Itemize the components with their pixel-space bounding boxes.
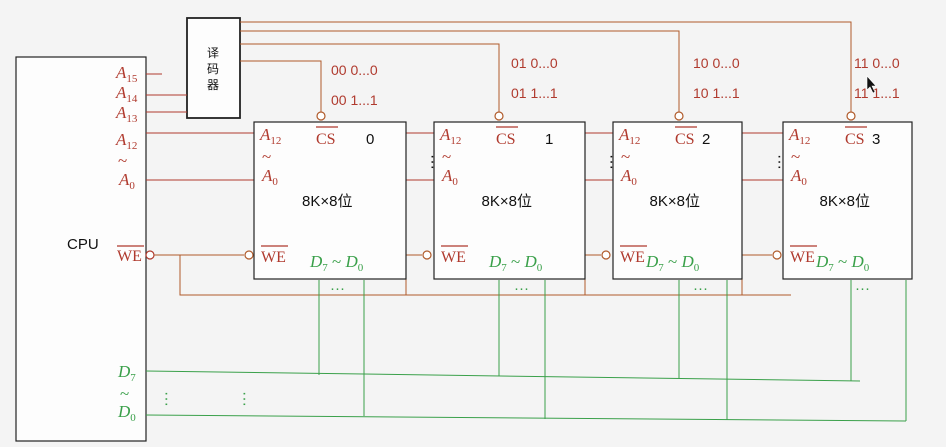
chip-pin-a0: A0	[620, 166, 637, 188]
chip-index: 2	[702, 131, 710, 148]
chip-pin-a0: A0	[441, 166, 458, 188]
mouse-cursor-icon	[866, 75, 877, 94]
decoder-box	[186, 17, 241, 119]
chip-data-ellipsis: ···	[855, 280, 870, 297]
we-bubbles	[244, 250, 782, 260]
svg-text:A12: A12	[115, 130, 137, 152]
chip-2-addr-low: 10 1...1	[693, 85, 740, 101]
svg-text:···: ···	[158, 391, 175, 407]
chip-size-label: 8K×8位	[302, 193, 352, 210]
memory-chip-1: A12~A0 CS 1 8K×8位 WE D7 ~ D0 ···	[433, 121, 586, 297]
chip-pin-we: WE	[790, 249, 815, 266]
chip-0-addr-low: 00 1...1	[331, 92, 378, 108]
chip-0-addr-high: 00 0...0	[331, 62, 378, 78]
chip-data-ellipsis: ···	[514, 280, 529, 297]
chip-index: 3	[872, 131, 880, 148]
svg-text:D0: D0	[117, 402, 136, 424]
chip-pin-cs: CS	[845, 131, 865, 148]
chip-pin-a0: A0	[790, 166, 807, 188]
chip-data-pins: D7 ~ D0	[488, 252, 543, 274]
cpu-pin-d0: D0	[117, 402, 136, 424]
chip-pin-we: WE	[261, 249, 286, 266]
chip-box	[253, 121, 407, 280]
chip-3-addr-high: 11 0...0	[854, 55, 900, 71]
svg-text:A14: A14	[115, 83, 138, 105]
chip-data-ellipsis: ···	[693, 280, 708, 297]
cpu-pin-a15: A15	[115, 63, 138, 85]
chip-size-label: 8K×8位	[650, 193, 700, 210]
chip-box	[782, 121, 913, 280]
decoder-label-1: 译	[207, 46, 219, 60]
chip-2-addr-high: 10 0...0	[693, 55, 740, 71]
chip-size-label: 8K×8位	[482, 193, 532, 210]
chip-3-addr-low: 11 1...1	[854, 85, 900, 101]
chip-pin-a0: A0	[261, 166, 278, 188]
address-bus-links	[406, 132, 783, 181]
decoder-label-2: 码	[207, 62, 219, 76]
chip-box	[612, 121, 743, 280]
chip-pin-tilde: ~	[262, 147, 271, 166]
svg-text:A13: A13	[115, 103, 138, 125]
cpu-pin-tilde: ~	[118, 151, 127, 170]
chip-pin-a12: A12	[618, 125, 640, 147]
chip-data-pins: D7 ~ D0	[309, 252, 364, 274]
svg-text:D7: D7	[117, 362, 136, 384]
chip-index: 1	[545, 131, 553, 148]
chip-box	[433, 121, 586, 280]
chip-data-ellipsis: ···	[330, 280, 345, 297]
chip-1-addr-high: 01 0...0	[511, 55, 558, 71]
memory-chip-0: A12~A0 CS 0 8K×8位 WE D7 ~ D0 ···	[253, 121, 407, 297]
chip-pin-cs: CS	[316, 131, 336, 148]
chip-size-label: 8K×8位	[820, 193, 870, 210]
chip-data-pins: D7 ~ D0	[815, 252, 870, 274]
chip-pin-tilde: ~	[442, 147, 451, 166]
cpu-pin-a12: A12	[115, 130, 137, 152]
chip-pin-cs: CS	[675, 131, 695, 148]
cs-bubbles	[316, 111, 856, 121]
data-bus-wires	[145, 280, 907, 422]
decoder-output-wires	[240, 21, 852, 112]
cpu-pin-we: WE	[117, 248, 142, 265]
cpu-pin-d7: D7	[117, 362, 136, 384]
chip-pin-a12: A12	[259, 125, 281, 147]
chip-pin-cs: CS	[496, 131, 516, 148]
chip-pin-we: WE	[620, 249, 645, 266]
svg-text:A15: A15	[115, 63, 138, 85]
chip-pin-we: WE	[441, 249, 466, 266]
cpu-box	[15, 56, 147, 442]
decoder-label-3: 器	[207, 78, 219, 92]
chip-pin-tilde: ~	[791, 147, 800, 166]
svg-text:A0: A0	[118, 170, 135, 192]
svg-text:···: ···	[236, 391, 253, 407]
chip-1-addr-low: 01 1...1	[511, 85, 558, 101]
cpu-pin-a13: A13	[115, 103, 138, 125]
chip-index: 0	[366, 131, 374, 148]
data-bus-ellipses: ··· ···	[158, 391, 253, 407]
chip-data-pins: D7 ~ D0	[645, 252, 700, 274]
cpu-label: CPU	[67, 236, 99, 253]
cpu-pin-a0: A0	[118, 170, 135, 192]
chip-pin-a12: A12	[439, 125, 461, 147]
chip-pin-a12: A12	[788, 125, 810, 147]
cpu-pin-a14: A14	[115, 83, 138, 105]
address-range-labels: 00 0...0 00 1...1 01 0...0 01 1...1 10 0...0…	[331, 55, 900, 108]
chip-pin-tilde: ~	[621, 147, 630, 166]
cpu-pin-dtilde: ~	[120, 384, 129, 403]
cpu-we-bubble	[145, 250, 155, 260]
